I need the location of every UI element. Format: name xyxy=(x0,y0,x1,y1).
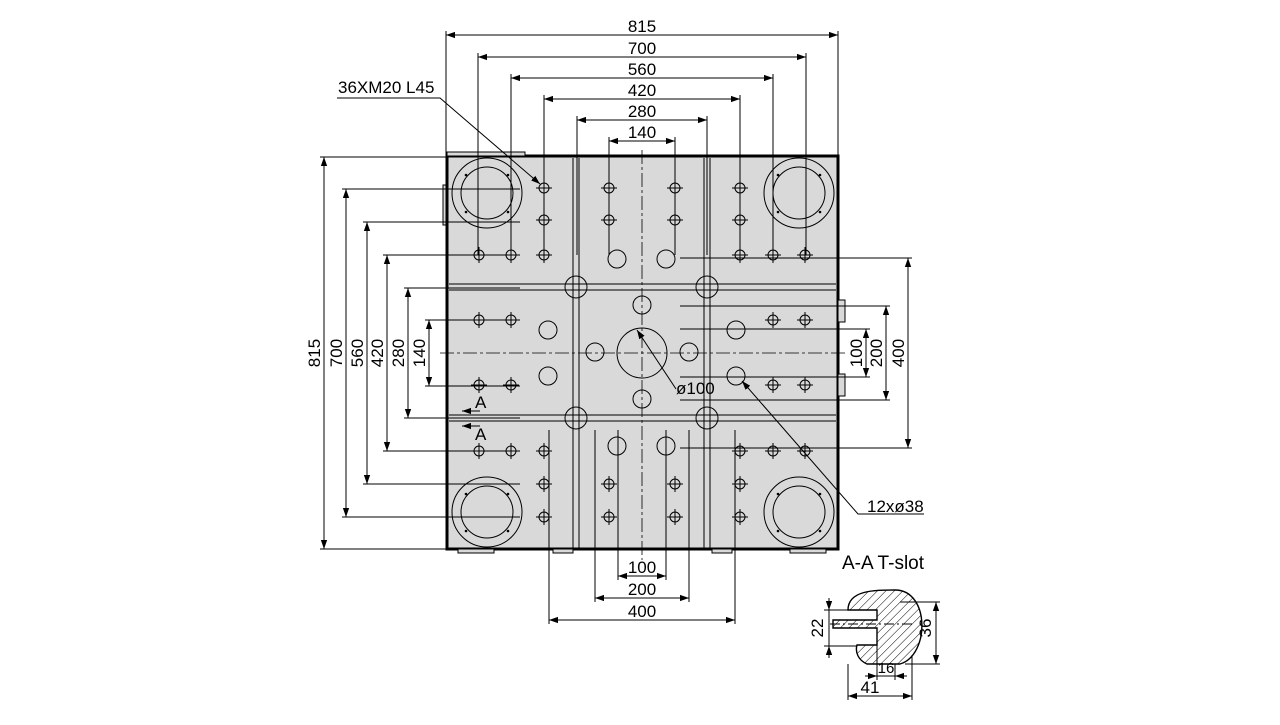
section-mark-upper: A xyxy=(475,393,487,412)
bolt-hole xyxy=(607,249,627,269)
tslot-dim-36: 36 xyxy=(916,619,935,638)
bolt-hole xyxy=(726,320,746,340)
bolt-hole xyxy=(632,295,652,315)
dim-top-label: 140 xyxy=(628,123,656,142)
bolt-hole xyxy=(632,389,652,409)
bolt-hole xyxy=(679,342,699,362)
dim-left-label: 700 xyxy=(327,339,346,367)
dim-bottom-label: 100 xyxy=(628,558,656,577)
center-bore xyxy=(616,327,668,379)
dim-top-label: 815 xyxy=(628,17,656,36)
tie-bar-bosses xyxy=(451,157,835,548)
bolt-hole-callout: 12xø38 xyxy=(867,497,924,516)
tslot-dim-16: 16 xyxy=(878,660,895,677)
bolt-hole xyxy=(564,275,588,299)
dim-top-label: 700 xyxy=(628,39,656,58)
bolt-hole xyxy=(695,406,719,430)
dim-left-label: 420 xyxy=(368,339,387,367)
dim-right-label: 400 xyxy=(889,339,908,367)
bolt-hole xyxy=(695,275,719,299)
dim-bottom-label: 200 xyxy=(628,580,656,599)
tslot-section xyxy=(824,589,940,700)
section-mark-lower: A xyxy=(475,425,487,444)
dim-right-label: 200 xyxy=(867,339,886,367)
tslot-dim-22: 22 xyxy=(808,619,827,638)
thread-holes xyxy=(471,180,813,525)
dim-bottom-label: 400 xyxy=(628,602,656,621)
bolt-hole xyxy=(538,320,558,340)
dim-left-label: 280 xyxy=(389,339,408,367)
bolt-hole xyxy=(538,366,558,386)
callout-leaders xyxy=(337,97,924,515)
thread-callout: 36XM20 L45 xyxy=(338,78,434,97)
dim-top-label: 560 xyxy=(628,60,656,79)
dim-left-label: 815 xyxy=(305,339,324,367)
dim-right-label: 100 xyxy=(847,339,866,367)
bolt-hole xyxy=(656,249,676,269)
platen-plate xyxy=(442,151,846,554)
dim-left-label: 560 xyxy=(348,339,367,367)
dim-top-label: 420 xyxy=(628,81,656,100)
dim-left-label: 140 xyxy=(410,339,429,367)
bolt-hole xyxy=(726,366,746,386)
bolt-hole xyxy=(585,342,605,362)
tslot-dim-41: 41 xyxy=(861,678,880,697)
bolt-hole xyxy=(564,406,588,430)
bolt-hole xyxy=(607,436,627,456)
tslot-title: A-A T-slot xyxy=(842,553,925,574)
center-bore-callout: ø100 xyxy=(676,379,715,398)
dim-top-label: 280 xyxy=(628,102,656,121)
center-lines xyxy=(440,150,845,560)
